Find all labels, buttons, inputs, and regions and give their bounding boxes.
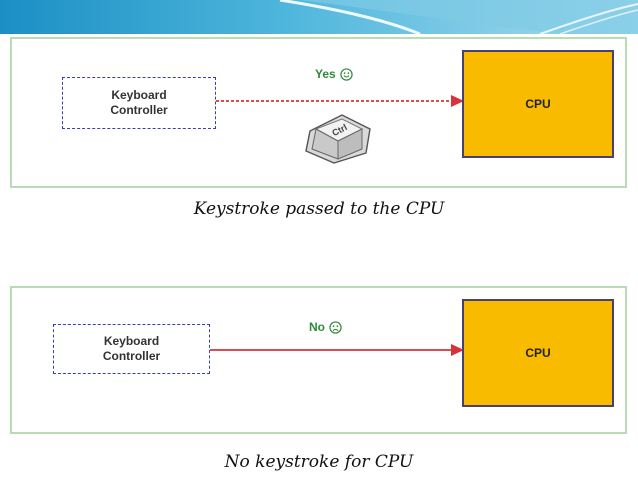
keyboard-controller-box: Keyboard Controller bbox=[62, 77, 216, 129]
status-yes: Yes bbox=[315, 67, 353, 81]
caption-no-keystroke: No keystroke for CPU bbox=[224, 452, 414, 472]
caption-keystroke-passed: Keystroke passed to the CPU bbox=[193, 199, 445, 219]
diagram-panel-keystroke-passed: Keyboard Controller Yes CPU Ctrl bbox=[10, 37, 627, 188]
solid-arrow bbox=[210, 344, 464, 356]
top-banner bbox=[0, 0, 638, 34]
diagram-panel-no-keystroke: Keyboard Controller No CPU bbox=[10, 286, 627, 434]
smiley-happy-icon bbox=[340, 67, 353, 81]
dashed-arrow bbox=[216, 95, 464, 107]
cpu-box: CPU bbox=[462, 299, 614, 407]
status-label: No bbox=[309, 320, 325, 334]
status-no: No bbox=[309, 320, 342, 334]
keyboard-controller-box: Keyboard Controller bbox=[53, 324, 210, 374]
ctrl-key-icon: Ctrl bbox=[305, 114, 371, 164]
cpu-box: CPU bbox=[462, 50, 614, 158]
status-label: Yes bbox=[315, 67, 336, 81]
smiley-sad-icon bbox=[329, 320, 342, 334]
